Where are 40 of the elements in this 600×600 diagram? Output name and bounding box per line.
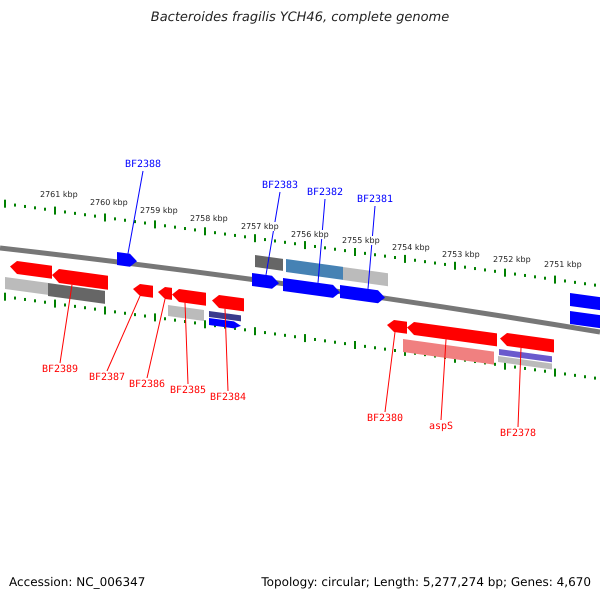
leader-line: [146, 298, 166, 378]
gene-label: BF2381: [345, 193, 405, 206]
gene-feature: [52, 268, 108, 290]
gene-feature: [500, 332, 554, 352]
gene-feature: [283, 278, 340, 299]
leader-line: [368, 206, 376, 290]
scale-label: 2761 kbp: [39, 190, 79, 199]
gene-label: BF2378: [488, 427, 548, 440]
gene-feature: [117, 252, 137, 268]
scale-label: 2752 kbp: [492, 255, 532, 264]
leader-line: [384, 332, 396, 412]
scale-label: 2756 kbp: [290, 230, 330, 239]
footer-text: Accession: NC_006347: [9, 575, 146, 589]
gene-label: BF2388: [113, 158, 173, 171]
gene-label: BF2389: [30, 363, 90, 376]
footer-text: Topology: circular; Length: 5,277,274 bp; Genes: 4,670: [261, 575, 591, 589]
gene-feature: [212, 294, 244, 312]
leader-line: [106, 295, 140, 372]
gene-feature: [340, 285, 385, 304]
scale-label: 2757 kbp: [240, 222, 280, 231]
scale-label: 2759 kbp: [139, 206, 179, 215]
leader-line: [440, 338, 446, 420]
scale-label: 2751 kbp: [543, 260, 583, 269]
scale-label: 2760 kbp: [89, 198, 129, 207]
scale-label: 2758 kbp: [189, 214, 229, 223]
scale-label: 2753 kbp: [441, 250, 481, 259]
gene-feature: [158, 286, 172, 300]
scale-label: 2755 kbp: [341, 236, 381, 245]
gene-feature: [387, 319, 407, 334]
gene-feature: [252, 273, 279, 290]
gene-feature: [133, 283, 153, 298]
leader-line: [184, 302, 188, 384]
leader-line: [518, 347, 522, 428]
leader-line: [318, 198, 326, 284]
leader-line: [224, 308, 228, 392]
leader-line: [60, 284, 72, 364]
leader-line: [128, 170, 144, 254]
leader-line: [266, 192, 280, 276]
title: Bacteroides fragilis YCH46, complete genome: [150, 10, 450, 25]
scale-label: 2754 kbp: [391, 243, 431, 252]
